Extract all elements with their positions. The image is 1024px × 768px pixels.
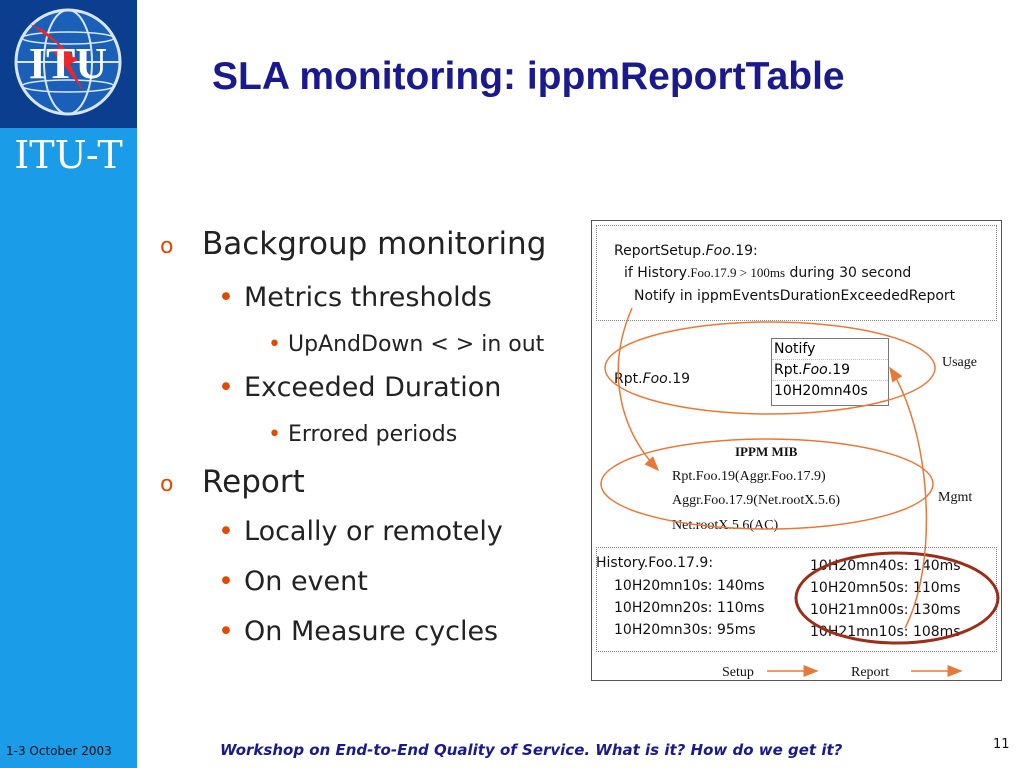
history-left-2: 10H20mn30s: 95ms bbox=[614, 622, 756, 638]
bullet-marker: • bbox=[218, 516, 234, 547]
bullet-marker: • bbox=[218, 282, 234, 313]
bullet-text: Exceeded Duration bbox=[244, 372, 502, 403]
report-setup-box bbox=[596, 225, 997, 321]
text-fragment: .19 bbox=[827, 362, 851, 378]
org-label: ITU-T bbox=[14, 133, 123, 177]
logo-text: ITU bbox=[29, 39, 107, 88]
notify-box: Notify Rpt.Foo.19 10H20mn40s bbox=[771, 338, 889, 406]
history-right-1: 10H20mn50s: 110ms bbox=[810, 580, 961, 596]
bullet-marker: • bbox=[218, 616, 234, 647]
globe-icon: ITU bbox=[14, 8, 122, 116]
itu-logo: ITU bbox=[0, 0, 137, 128]
history-left-0: 10H20mn10s: 140ms bbox=[614, 578, 765, 594]
usage-rpt-label: Rpt.Foo.19 bbox=[614, 368, 690, 390]
history-left-1: 10H20mn20s: 110ms bbox=[614, 600, 765, 616]
text-fragment: .19 bbox=[667, 371, 691, 387]
legend-report-label: Report bbox=[851, 665, 890, 680]
bullet-marker: o bbox=[160, 234, 174, 259]
text-fragment: if History bbox=[624, 265, 688, 281]
report-setup-line2: if History.Foo.17.9 > 100ms during 30 se… bbox=[624, 262, 911, 284]
notify-line3: 10H20mn40s bbox=[774, 383, 868, 399]
mib-line1: Rpt.Foo.19(Aggr.Foo.17.9) bbox=[672, 469, 826, 484]
text-fragment: ReportSetup. bbox=[614, 243, 706, 259]
text-fragment: .Foo.17.9 > 100ms bbox=[687, 265, 786, 280]
mib-line3: Net.rootX.5.6(AC) bbox=[672, 518, 779, 533]
bullet-text: On event bbox=[244, 566, 368, 597]
text-fragment: Rpt. bbox=[774, 362, 803, 378]
usage-label: Usage bbox=[942, 355, 977, 370]
report-setup-line1: ReportSetup.Foo.19: bbox=[614, 240, 758, 262]
bullet-text: Locally or remotely bbox=[244, 516, 503, 547]
bullet-marker: • bbox=[268, 422, 281, 447]
page-number: 11 bbox=[993, 737, 1010, 752]
bullet-text: Metrics thresholds bbox=[244, 282, 492, 313]
text-fragment: .19: bbox=[730, 243, 758, 259]
bullet-marker: o bbox=[160, 472, 174, 497]
footer-text: Workshop on End-to-End Quality of Servic… bbox=[220, 741, 843, 759]
text-fragment: Foo bbox=[642, 371, 668, 387]
bullet-text: Errored periods bbox=[288, 422, 458, 447]
history-right-3: 10H21mn10s: 108ms bbox=[810, 624, 961, 640]
bullet-text: UpAndDown < > in out bbox=[288, 332, 545, 357]
report-setup-line3: Notify in ippmEventsDurationExceededRepo… bbox=[634, 288, 956, 304]
notify-line2: Rpt.Foo.19 bbox=[772, 360, 888, 381]
footer-date: 1-3 October 2003 bbox=[6, 744, 112, 758]
text-fragment: Rpt. bbox=[614, 371, 643, 387]
text-fragment: Foo bbox=[705, 243, 731, 259]
bullet-text: Report bbox=[202, 464, 305, 500]
bullet-text: Backgroup monitoring bbox=[202, 226, 547, 262]
sidebar: ITU ITU-T bbox=[0, 0, 137, 768]
mgmt-label: Mgmt bbox=[938, 490, 973, 505]
slide-title: SLA monitoring: ippmReportTable bbox=[212, 55, 845, 98]
text-fragment: during 30 second bbox=[785, 265, 912, 281]
history-right-2: 10H21mn00s: 130ms bbox=[810, 602, 961, 618]
bullet-text: On Measure cycles bbox=[244, 616, 499, 647]
notify-line1: Notify bbox=[772, 339, 888, 360]
bullet-marker: • bbox=[268, 332, 281, 357]
text-fragment: Foo bbox=[802, 362, 828, 378]
sla-diagram: ReportSetup.Foo.19: if History.Foo.17.9 … bbox=[591, 220, 1002, 681]
history-right-0: 10H20mn40s: 140ms bbox=[810, 558, 961, 574]
legend-setup-label: Setup bbox=[722, 665, 754, 680]
mib-line2: Aggr.Foo.17.9(Net.rootX.5.6) bbox=[672, 493, 840, 508]
bullet-marker: • bbox=[218, 372, 234, 403]
history-title: History.Foo.17.9: bbox=[596, 555, 714, 571]
bullet-marker: • bbox=[218, 566, 234, 597]
mib-title: IPPM MIB bbox=[735, 444, 798, 459]
